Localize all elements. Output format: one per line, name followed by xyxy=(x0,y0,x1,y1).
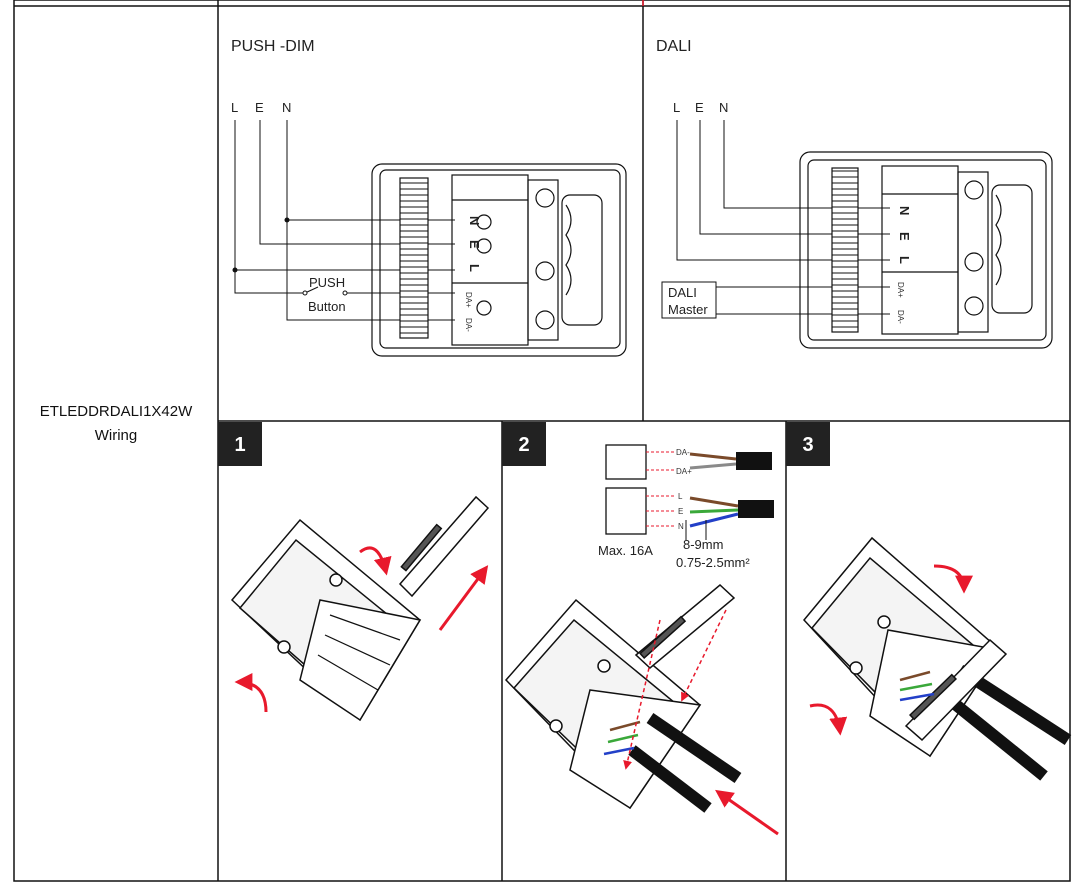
dali-master-line1: DALI xyxy=(668,285,697,300)
dali-label-n: N xyxy=(719,100,728,115)
push-dim-terminal-da-plus: DA+ xyxy=(464,292,473,308)
step-1-illustration xyxy=(230,495,490,722)
dali-terminal-l: L xyxy=(897,256,912,264)
push-dim-title: PUSH -DIM xyxy=(231,38,315,55)
push-dim-panel: PUSH -DIM L E N PUSH Button xyxy=(231,38,627,357)
dali-terminal-n: N xyxy=(897,206,912,215)
push-dim-label-n: N xyxy=(282,100,291,115)
dali-master-line2: Master xyxy=(668,302,708,317)
dali-title: DALI xyxy=(656,38,692,55)
svg-text:1: 1 xyxy=(234,434,245,456)
step-3-arrow-close-top xyxy=(933,564,973,594)
push-dim-terminal-n: N xyxy=(467,216,482,225)
strip-length: 8-9mm xyxy=(683,537,723,552)
dali-terminal-da-minus: DA- xyxy=(896,310,905,324)
dali-terminal-da-plus: DA+ xyxy=(896,282,905,298)
dali-wires xyxy=(676,120,890,315)
push-dim-terminal-e: E xyxy=(467,240,482,249)
push-dim-label-e: E xyxy=(255,100,264,115)
dali-label-l: L xyxy=(673,100,680,115)
dali-label-e: E xyxy=(695,100,704,115)
dali-panel: DALI L E N DALI Master N E xyxy=(656,38,1053,349)
wiring-label: Wiring xyxy=(95,427,138,444)
step-1-arrow-open-top xyxy=(359,546,392,576)
step-1-arrow-lift xyxy=(438,565,489,631)
push-label: PUSH xyxy=(309,275,345,290)
step-2-illustration xyxy=(504,584,742,813)
step-3-illustration xyxy=(803,536,1072,781)
step-1-badge: 1 xyxy=(218,422,262,466)
step-3-badge: 3 xyxy=(786,422,830,466)
step-2-arrow-insert xyxy=(715,789,779,836)
button-label: Button xyxy=(308,299,346,314)
wire-label-da-plus: DA+ xyxy=(676,467,692,476)
wire-label-e: E xyxy=(678,507,683,516)
svg-text:2: 2 xyxy=(518,434,529,456)
product-code: ETLEDDRDALI1X42W xyxy=(40,403,193,420)
push-dim-label-l: L xyxy=(231,100,238,115)
step-2-wire-spec: DA- DA+ L E N Max. 16A 8-9mm 0.75-2.5mm² xyxy=(598,444,774,570)
max-current: Max. 16A xyxy=(598,543,653,558)
wire-label-l: L xyxy=(678,492,683,501)
wire-section: 0.75-2.5mm² xyxy=(676,555,750,570)
table-grid xyxy=(13,0,1071,882)
push-dim-driver xyxy=(371,163,627,357)
step-2-badge: 2 xyxy=(502,422,546,466)
dali-terminal-e: E xyxy=(897,232,912,241)
dali-driver xyxy=(799,151,1053,349)
svg-text:3: 3 xyxy=(802,434,813,456)
wire-label-da-minus: DA- xyxy=(676,448,690,457)
push-dim-terminal-da-minus: DA- xyxy=(464,318,473,332)
push-dim-terminal-l: L xyxy=(467,264,482,272)
step-3-arrow-close-bottom xyxy=(809,703,848,736)
step-1-arrow-open-bottom xyxy=(234,673,268,713)
step-2-guides xyxy=(623,609,727,770)
wire-label-n: N xyxy=(678,522,684,531)
